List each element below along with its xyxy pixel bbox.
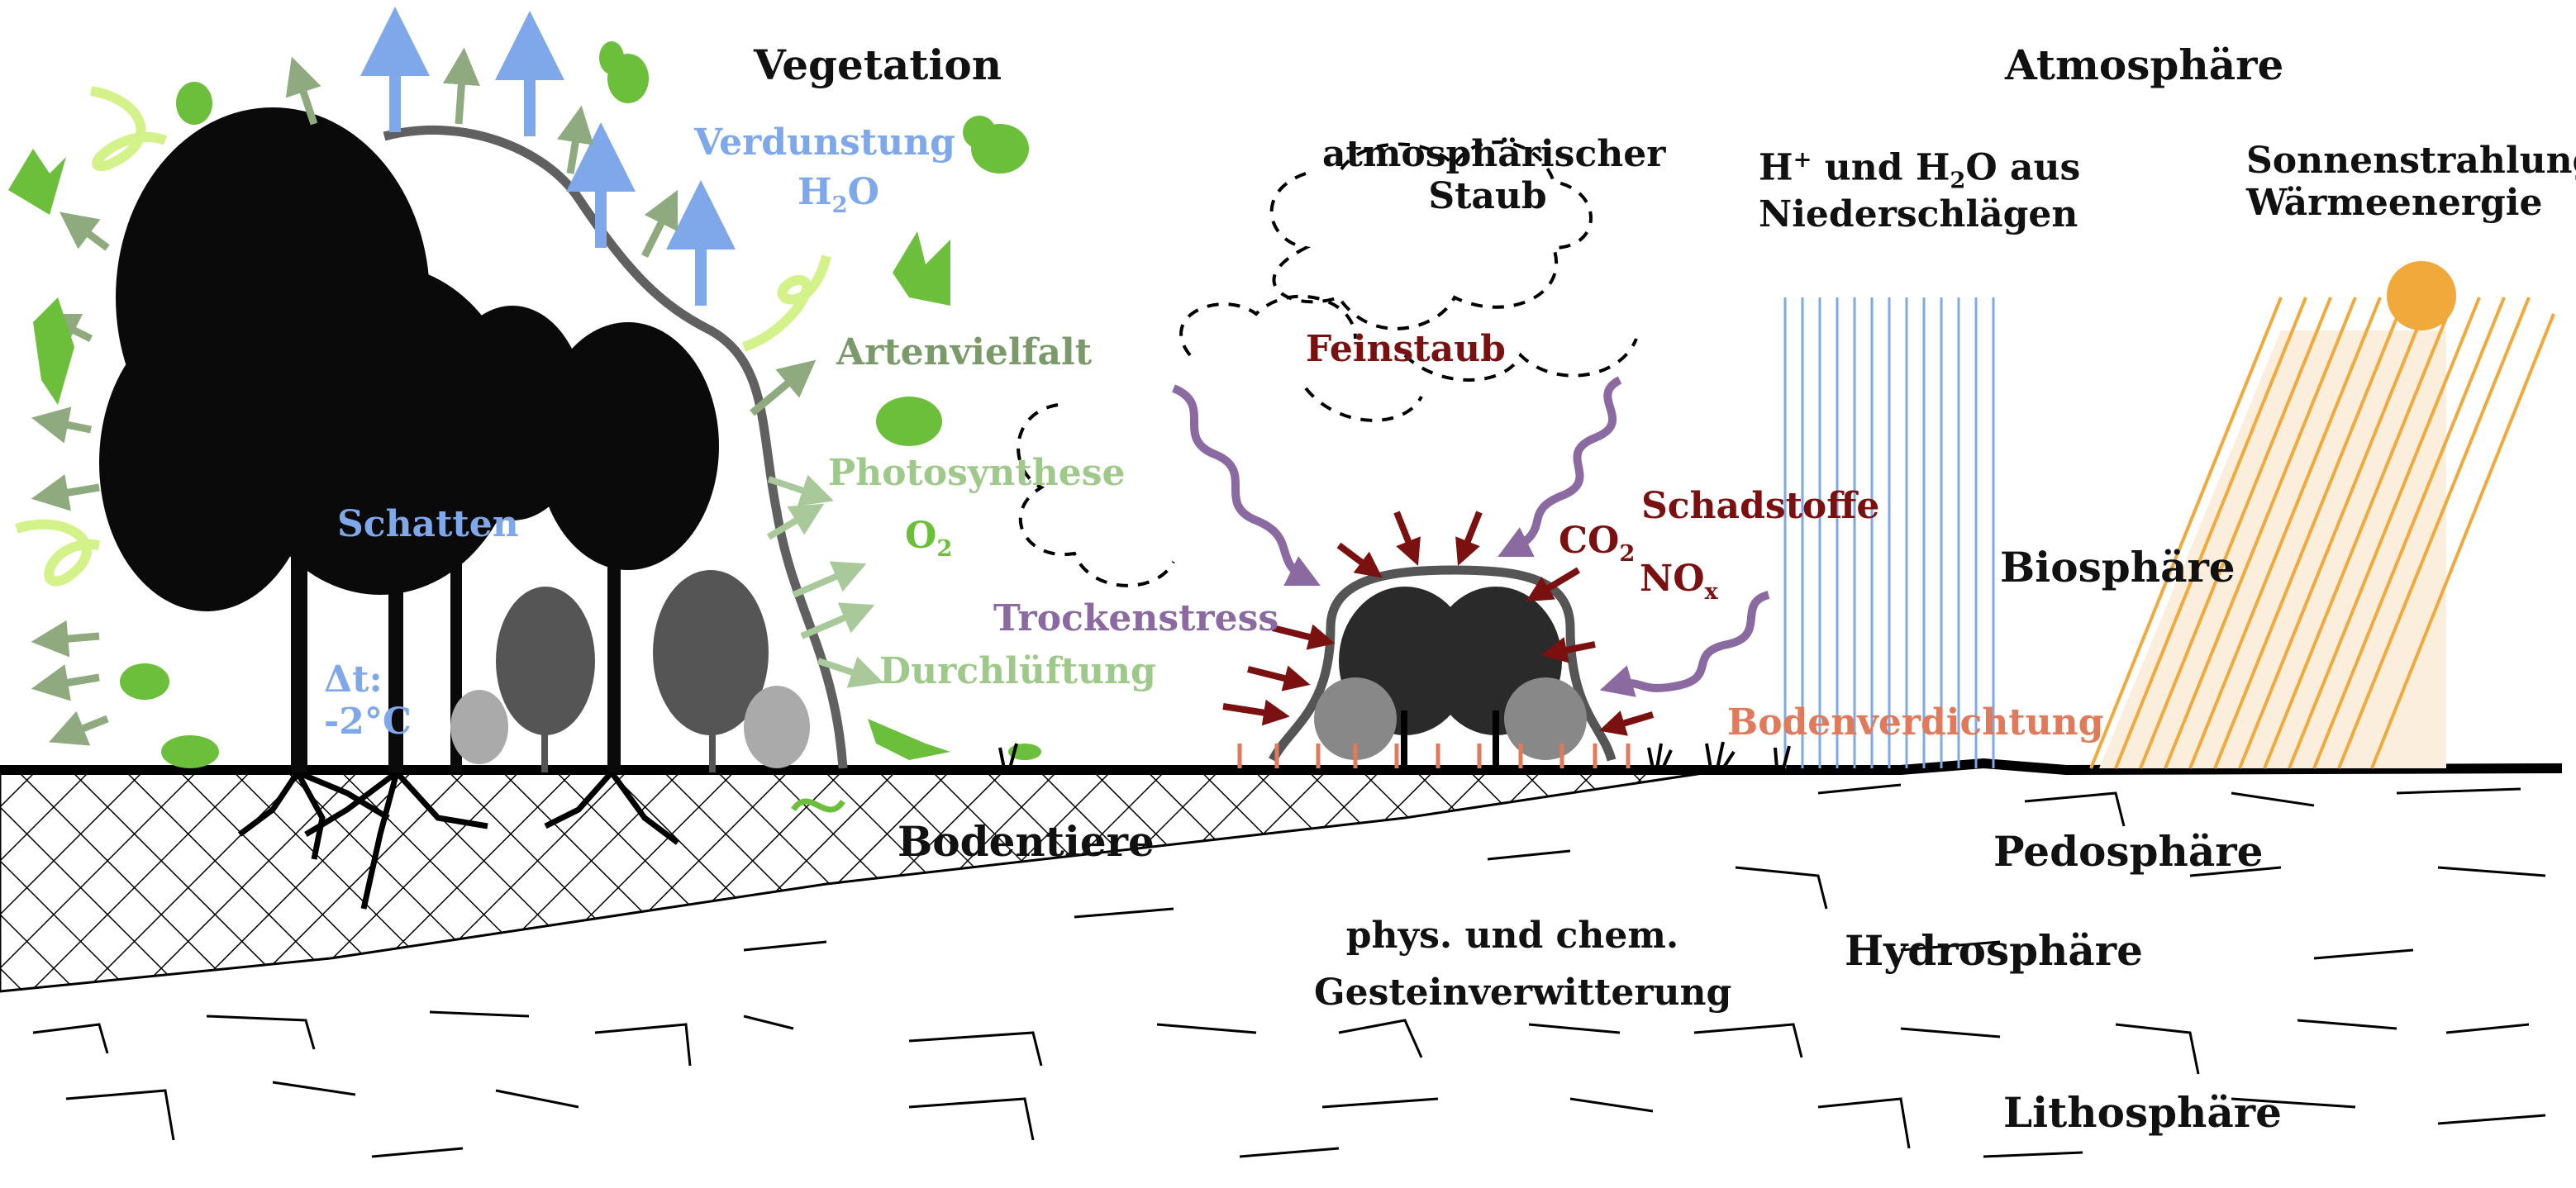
spiral-icon (15, 86, 831, 587)
co2-label: CO2 (1559, 520, 1636, 567)
mouse-icon (161, 735, 219, 768)
fine-dust-label: Feinstaub (1306, 328, 1506, 370)
drought-arrows (1171, 376, 1770, 697)
soil-fauna-label: Bodentiere (898, 817, 1155, 866)
bird-icon (8, 149, 66, 215)
o2-label: O2 (905, 515, 953, 562)
sun-icon (2387, 261, 2456, 330)
atmosphere-title: Atmosphäre (2005, 40, 2284, 89)
nox-label: NOx (1640, 558, 1718, 605)
biosphere-label: Biosphäre (2000, 543, 2236, 592)
hydrosphere-label: Hydrosphäre (1845, 926, 2143, 975)
worm-icon (791, 798, 845, 813)
tree-roots (237, 769, 680, 910)
tree-silhouettes (99, 107, 719, 772)
aeration-label: Durchlüftung (879, 650, 1156, 692)
canopy-outline (383, 126, 848, 769)
ground-line (0, 758, 2563, 776)
soil-compaction-label: Bodenverdichtung (1727, 701, 2104, 744)
squirrel-icon (120, 663, 169, 700)
insect-icon (176, 82, 212, 125)
grass-tufts (998, 741, 1791, 770)
rock-cracks (32, 783, 2546, 1158)
evaporation-arrows (360, 7, 736, 306)
temperature-delta-label: Δt:-2°C (324, 658, 412, 743)
vegetation-title: Vegetation (754, 40, 1002, 89)
sun-rays (2089, 297, 2555, 769)
bee-icon (876, 397, 942, 446)
bat-icon (893, 231, 950, 306)
drought-stress-label: Trockenstress (993, 597, 1279, 639)
dust-clouds (1017, 140, 1638, 587)
outward-arrows (31, 47, 817, 746)
precipitation-lines (1783, 297, 1995, 768)
gecko-icon (868, 719, 950, 760)
butterfly-icon-2 (963, 116, 1029, 173)
compaction-ticks (1237, 744, 1631, 768)
urban-island (1269, 565, 1617, 768)
butterfly-icon (599, 41, 649, 103)
lizard-icon (33, 297, 74, 405)
lithosphere-label: Lithosphäre (2003, 1088, 2282, 1137)
air-arrows (766, 474, 883, 688)
shade-label: Schatten (337, 503, 519, 545)
h2o-label: H2O (798, 171, 879, 218)
background-trees (496, 570, 769, 772)
precipitation-label: H+ und H2O aus Niederschlägen (1759, 146, 2081, 235)
evaporation-label: Verdunstung (694, 121, 955, 164)
biodiversity-label: Artenvielfalt (836, 331, 1093, 373)
pedosphere-label: Pedosphäre (1993, 827, 2264, 876)
weathering-label: phys. und chem.Gesteinverwitterung (1314, 915, 1732, 1014)
background-trees-light (450, 686, 810, 768)
pollutants-label: Schadstoffe (1641, 485, 1880, 527)
pollutant-arrows (1222, 511, 1655, 736)
photosynthesis-label: Photosynthese (828, 452, 1126, 494)
